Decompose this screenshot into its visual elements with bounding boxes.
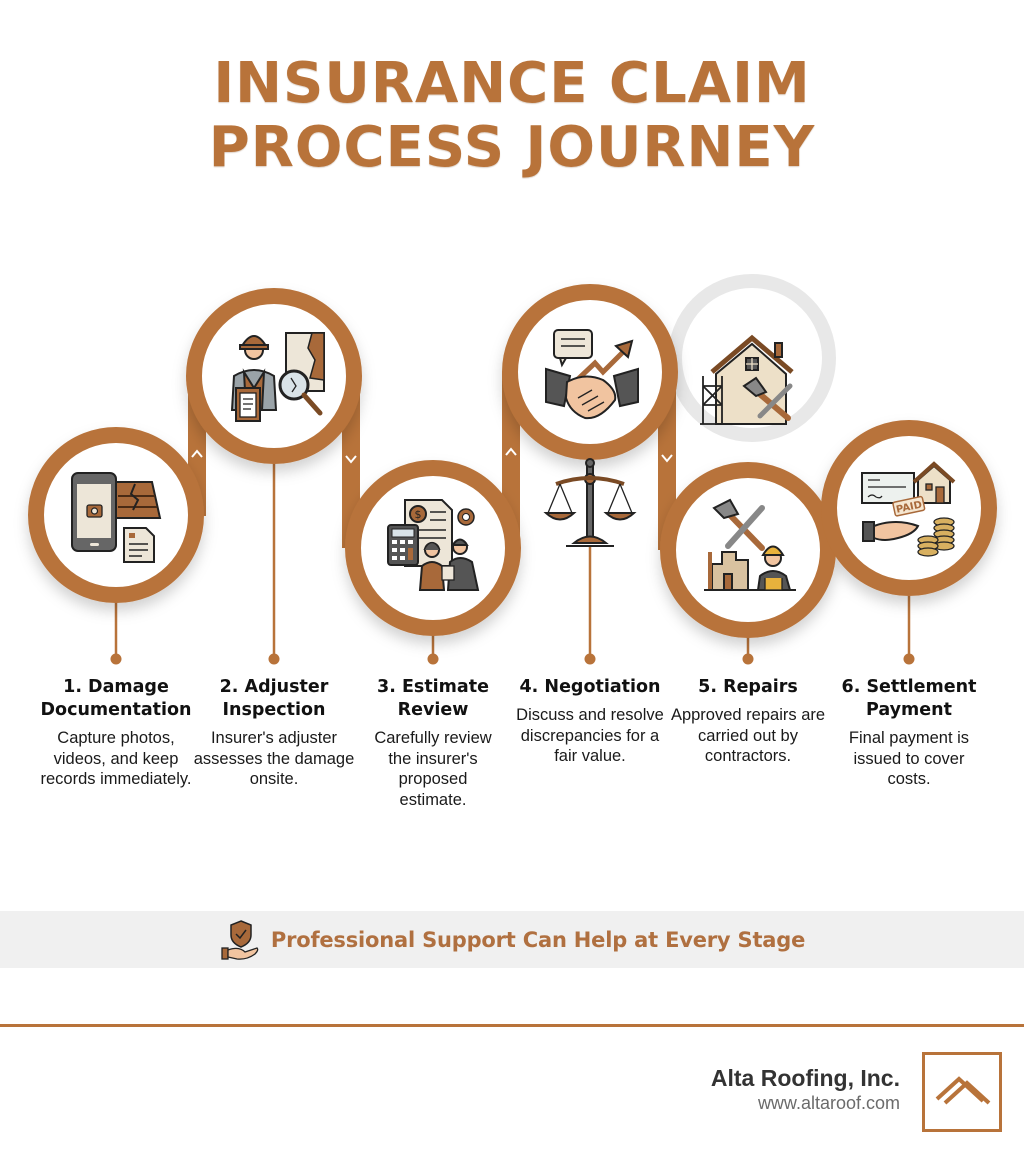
company-website[interactable]: www.altaroof.com <box>757 1093 900 1113</box>
chevron-up-icon <box>191 449 203 458</box>
step-2: 2. Adjuster Inspection Insurer's adjuste… <box>189 676 359 790</box>
chevron-down-icon <box>661 454 673 463</box>
step-6: 6. Settlement Payment Final payment is i… <box>829 676 989 790</box>
page-title: INSURANCE CLAIM PROCESS JOURNEY <box>0 52 1024 180</box>
footer-divider <box>0 1024 1024 1027</box>
calculator-estimate-people-icon: $ <box>387 499 480 591</box>
hand-shield-check-icon <box>221 919 259 960</box>
step-6-title: 6. Settlement Payment <box>841 677 977 720</box>
scales-of-justice-icon <box>543 458 637 547</box>
paid-check-coins-icon: PAID <box>861 461 956 557</box>
step-1-description: Capture photos, videos, and keep records… <box>40 729 192 788</box>
step-3: 3. Estimate Review Carefully review the … <box>353 676 513 810</box>
step-3-description: Carefully review the insurer's proposed … <box>374 729 492 809</box>
company-info: Alta Roofing, Inc. www.altaroof.com <box>711 1064 900 1114</box>
banner-text: Professional Support Can Help at Every S… <box>270 927 806 952</box>
house-scaffold-tools-icon <box>700 334 794 425</box>
company-name: Alta Roofing, Inc. <box>710 1065 900 1091</box>
adjuster-magnifier-inspection-icon <box>230 332 325 422</box>
step-4-description: Discuss and resolve discrepancies for a … <box>516 706 664 765</box>
title-line-1: INSURANCE CLAIM <box>213 51 811 116</box>
svg-text:$: $ <box>415 508 422 521</box>
step-6-description: Final payment is issued to cover costs. <box>848 729 970 788</box>
company-logo <box>922 1052 1002 1132</box>
step-5: 5. Repairs Approved repairs are carried … <box>668 676 828 767</box>
step-2-description: Insurer's adjuster assesses the damage o… <box>193 729 355 788</box>
stem-dots <box>110 653 915 665</box>
handshake-chart-icon <box>545 329 639 420</box>
step-4: 4. Negotiation Discuss and resolve discr… <box>510 676 670 767</box>
support-banner: Professional Support Can Help at Every S… <box>0 911 1024 968</box>
journey-flow-diagram: $ <box>28 274 997 665</box>
roof-peaks-logo-icon <box>935 1076 991 1105</box>
phone-camera-damage-document-icon <box>71 472 162 563</box>
step-1: 1. Damage Documentation Capture photos, … <box>31 676 201 790</box>
tools-contractor-icon <box>704 498 796 591</box>
step-3-title: 3. Estimate Review <box>377 677 489 720</box>
step-1-title: 1. Damage Documentation <box>40 677 192 720</box>
step-4-title: 4. Negotiation <box>519 677 661 697</box>
chevron-up-icon <box>505 447 517 456</box>
svg-text:PAID: PAID <box>895 500 923 516</box>
step-5-title: 5. Repairs <box>698 677 798 697</box>
step-5-description: Approved repairs are carried out by cont… <box>670 706 826 765</box>
chevron-down-icon <box>345 455 357 464</box>
title-line-2: PROCESS JOURNEY <box>208 115 816 180</box>
step-2-title: 2. Adjuster Inspection <box>219 677 329 720</box>
direction-chevrons <box>191 447 673 464</box>
